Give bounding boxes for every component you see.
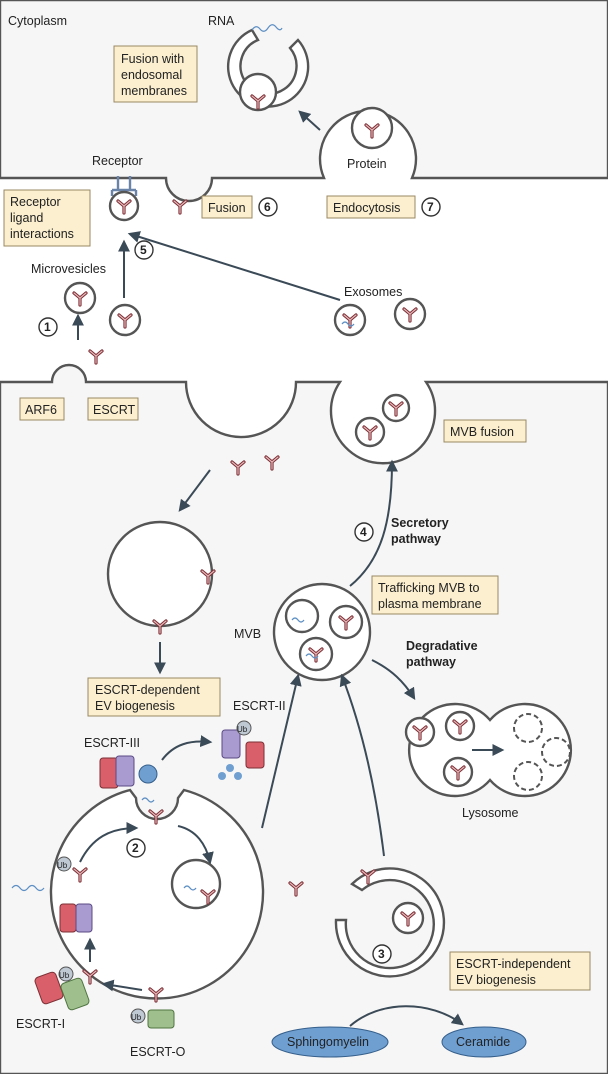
early-endosome bbox=[106, 520, 216, 635]
mvb-fusion-vesicles bbox=[354, 393, 411, 448]
svg-text:2: 2 bbox=[132, 841, 139, 855]
svg-text:MVB fusion: MVB fusion bbox=[450, 425, 514, 439]
rna-label: RNA bbox=[208, 14, 235, 28]
svg-text:pathway: pathway bbox=[406, 655, 456, 669]
ub-marker: Ub bbox=[56, 856, 72, 872]
svg-text:6: 6 bbox=[264, 200, 271, 214]
box-receptor-ligand: Receptor ligand interactions bbox=[3, 189, 91, 247]
svg-text:ESCRT: ESCRT bbox=[93, 403, 136, 417]
step-7: 7 bbox=[421, 197, 441, 217]
svg-text:Trafficking MVB to: Trafficking MVB to bbox=[378, 581, 479, 595]
escrt-iii-label: ESCRT-III bbox=[84, 736, 140, 750]
svg-text:3: 3 bbox=[378, 947, 385, 961]
svg-text:ESCRT-dependent: ESCRT-dependent bbox=[95, 683, 200, 697]
ceramide-label: Ceramide bbox=[456, 1035, 510, 1049]
escrt-endosome bbox=[49, 788, 265, 1003]
svg-text:pathway: pathway bbox=[391, 532, 441, 546]
receptor-label: Receptor bbox=[92, 154, 143, 168]
microvesicle-a bbox=[63, 281, 97, 315]
escrt-i-complex: Ub bbox=[34, 966, 90, 1011]
svg-text:EV biogenesis: EV biogenesis bbox=[95, 699, 175, 713]
protein-label: Protein bbox=[347, 157, 387, 171]
exosomes-label: Exosomes bbox=[344, 285, 402, 299]
step-6: 6 bbox=[258, 197, 278, 217]
step-1: 1 bbox=[38, 317, 58, 337]
sphingomyelin-label: Sphingomyelin bbox=[287, 1035, 369, 1049]
svg-text:interactions: interactions bbox=[10, 227, 74, 241]
svg-text:membranes: membranes bbox=[121, 84, 187, 98]
escrt-o-label: ESCRT-O bbox=[130, 1045, 186, 1059]
escrt-ii-complex: Ub bbox=[218, 720, 265, 780]
box-trafficking: Trafficking MVB to plasma membrane bbox=[371, 575, 499, 615]
escrt-ii-label: ESCRT-II bbox=[233, 699, 286, 713]
svg-text:ARF6: ARF6 bbox=[25, 403, 57, 417]
escrt-i-label: ESCRT-I bbox=[16, 1017, 65, 1031]
step-5: 5 bbox=[134, 240, 154, 260]
box-escrt: ESCRT bbox=[87, 397, 139, 421]
sphingomyelin-lipid: Sphingomyelin bbox=[271, 1026, 389, 1058]
svg-text:Endocytosis: Endocytosis bbox=[333, 201, 400, 215]
receptor: Receptor bbox=[92, 154, 143, 222]
lysosome: Lysosome bbox=[404, 702, 573, 820]
svg-text:EV biogenesis: EV biogenesis bbox=[456, 973, 536, 987]
exosome-a bbox=[333, 303, 367, 337]
exosome-b bbox=[393, 297, 427, 331]
box-fusion-endosomal: Fusion with endosomal membranes bbox=[113, 45, 198, 103]
svg-text:Ub: Ub bbox=[59, 971, 70, 980]
step-4: 4 bbox=[354, 522, 374, 542]
microvesicles-label: Microvesicles bbox=[31, 262, 106, 276]
svg-text:ligand: ligand bbox=[10, 211, 43, 225]
svg-text:Fusion: Fusion bbox=[208, 201, 246, 215]
cytoplasm-label: Cytoplasm bbox=[8, 14, 67, 28]
svg-text:7: 7 bbox=[427, 200, 434, 214]
endocytic-vesicle: Protein bbox=[347, 106, 394, 171]
svg-text:endosomal: endosomal bbox=[121, 68, 182, 82]
endosome: RNA bbox=[208, 14, 310, 112]
svg-text:Ub: Ub bbox=[57, 861, 68, 870]
escrt-iii-complex bbox=[99, 755, 158, 789]
svg-text:Secretory: Secretory bbox=[391, 516, 449, 530]
escrt-o-complex: Ub bbox=[130, 1008, 175, 1029]
svg-text:plasma membrane: plasma membrane bbox=[378, 597, 482, 611]
svg-text:Ub: Ub bbox=[131, 1013, 142, 1022]
box-endocytosis: Endocytosis bbox=[326, 195, 416, 219]
microvesicle-b bbox=[108, 303, 142, 337]
mvb-label: MVB bbox=[234, 627, 261, 641]
box-fusion: Fusion bbox=[201, 195, 253, 219]
escrt-independent-endosome bbox=[334, 867, 446, 978]
svg-text:ESCRT-independent: ESCRT-independent bbox=[456, 957, 571, 971]
ceramide-lipid: Ceramide bbox=[441, 1026, 527, 1058]
box-escrt-independent: ESCRT-independent EV biogenesis bbox=[449, 951, 591, 991]
mvb bbox=[272, 582, 372, 682]
step-2: 2 bbox=[126, 838, 146, 858]
svg-text:Degradative: Degradative bbox=[406, 639, 478, 653]
svg-text:5: 5 bbox=[140, 243, 147, 257]
svg-text:Ub: Ub bbox=[237, 725, 248, 734]
svg-text:1: 1 bbox=[44, 320, 51, 334]
svg-text:Receptor: Receptor bbox=[10, 195, 61, 209]
step-3: 3 bbox=[372, 944, 392, 964]
svg-text:4: 4 bbox=[360, 525, 367, 539]
box-mvb-fusion: MVB fusion bbox=[443, 419, 527, 443]
box-escrt-dependent: ESCRT-dependent EV biogenesis bbox=[87, 677, 221, 717]
box-arf6: ARF6 bbox=[19, 397, 65, 421]
recipient-cell bbox=[0, 0, 608, 203]
svg-text:Fusion with: Fusion with bbox=[121, 52, 184, 66]
fusing-vesicle bbox=[172, 199, 188, 215]
lysosome-label: Lysosome bbox=[462, 806, 519, 820]
